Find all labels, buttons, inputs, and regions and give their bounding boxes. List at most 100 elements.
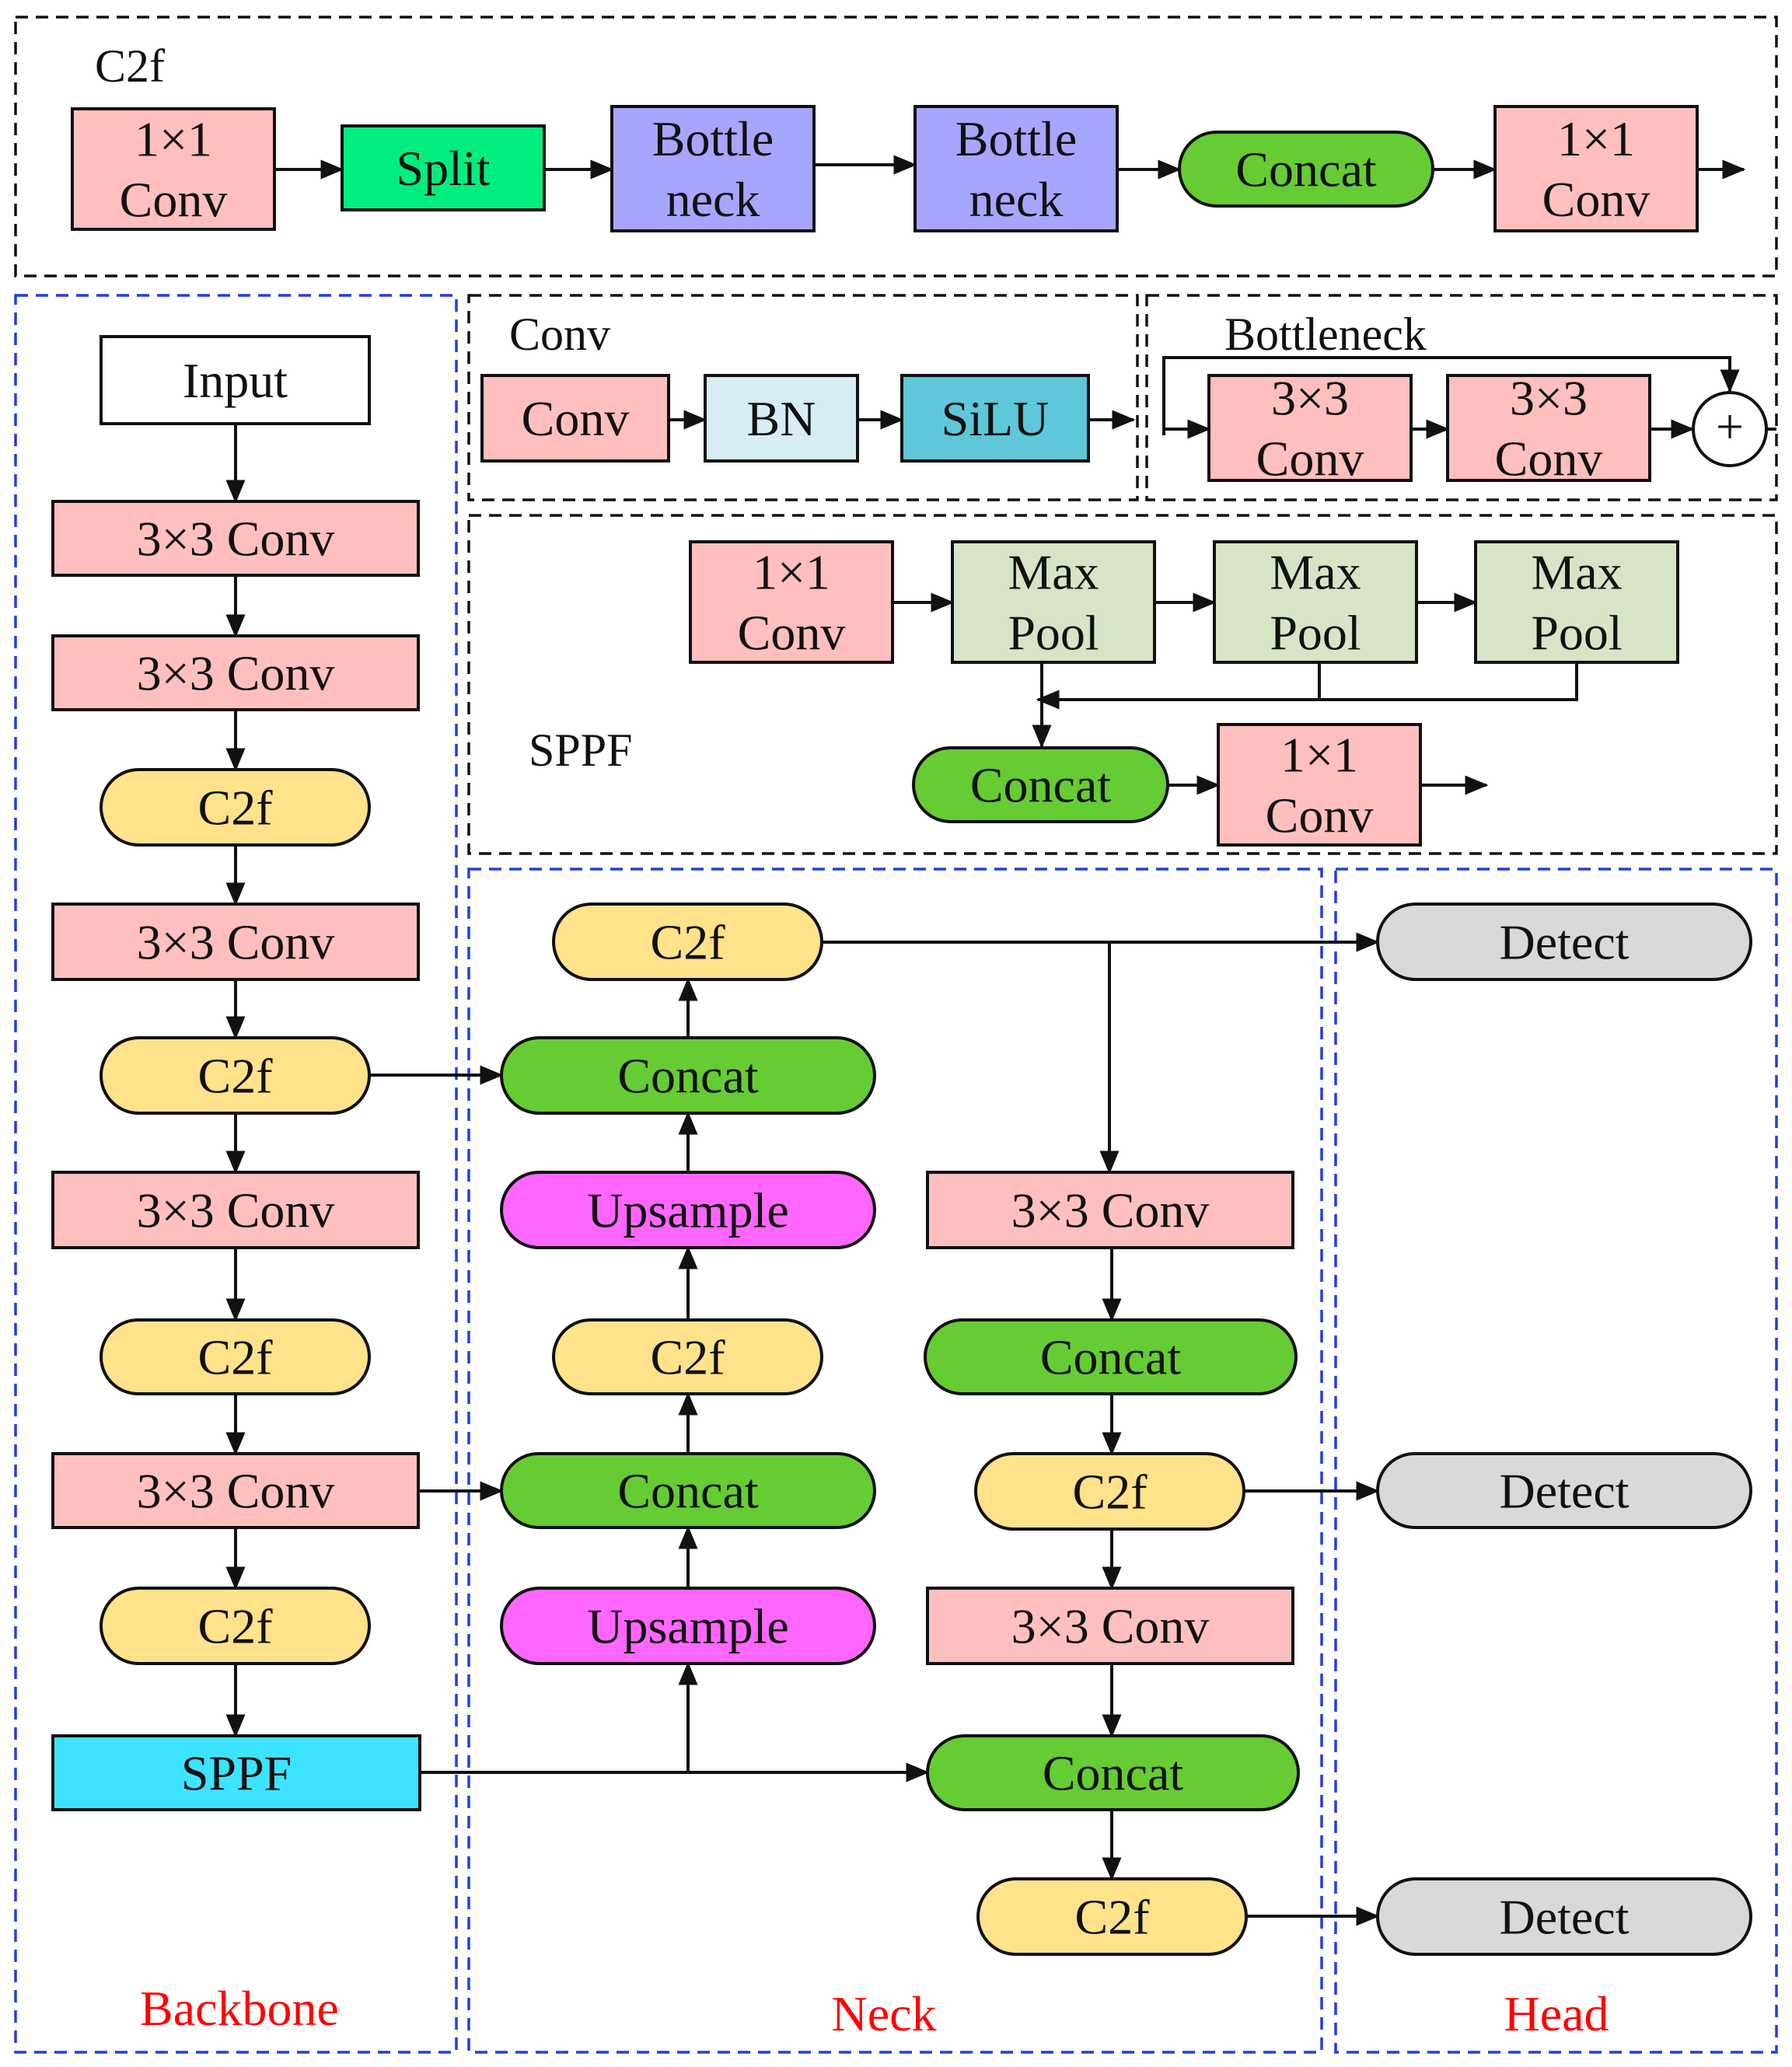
- node-nk-concat-2: Concat: [500, 1452, 876, 1529]
- node-shape-bb-c2f-3: [100, 1318, 371, 1395]
- node-shape-sppf-pool-1: [951, 540, 1156, 664]
- node-label-bb-conv-2: 3×3 Conv: [137, 646, 335, 701]
- node-label-c2f-conv-out: 1×1: [1557, 111, 1635, 166]
- neck-frame: [467, 868, 1323, 2054]
- node-hd-detect-1: Detect: [1376, 903, 1752, 981]
- node-nk-concat-4: Concat: [926, 1734, 1300, 1811]
- node-nk-concat-1: Concat: [500, 1036, 876, 1115]
- node-bb-conv-3: 3×3 Conv: [51, 903, 420, 981]
- node-label-nk-concat-3: Concat: [1040, 1330, 1182, 1385]
- node-label-bb-input: Input: [183, 353, 288, 408]
- neck-section-title: Neck: [831, 1986, 936, 2041]
- node-label-nk-c2f-r1: C2f: [1073, 1465, 1148, 1520]
- node-shape-sppf-conv-in: [689, 540, 894, 664]
- node-shape-bb-sppf: [51, 1734, 421, 1811]
- node-nk-c2f-mid: C2f: [552, 1318, 823, 1395]
- node-nk-concat-3: Concat: [924, 1318, 1298, 1395]
- node-label-sppf-conv-out: Conv: [1266, 788, 1374, 843]
- node-shape-bb-conv-2: [51, 634, 420, 711]
- node-shape-nk-concat-4: [926, 1734, 1300, 1811]
- node-label-bb-c2f-4: C2f: [198, 1599, 274, 1654]
- node-shape-hd-detect-3: [1376, 1877, 1752, 1956]
- node-bb-input: Input: [100, 335, 371, 425]
- head-section-title: Head: [1504, 1986, 1609, 2041]
- node-bb-c2f-4: C2f: [100, 1587, 371, 1665]
- conv-frame: [467, 294, 1139, 501]
- node-shape-c2f-bottle-2: [913, 105, 1119, 232]
- node-label-nk-concat-2: Concat: [617, 1464, 759, 1519]
- node-label-nk-upsample-1: Upsample: [587, 1183, 789, 1238]
- node-shape-sppf-pool-3: [1474, 540, 1679, 664]
- node-c2f-bottle-1: Bottleneck: [610, 105, 816, 232]
- node-nk-c2f-r1: C2f: [974, 1452, 1245, 1531]
- node-label-hd-detect-3: Detect: [1500, 1890, 1630, 1945]
- node-hd-detect-3: Detect: [1376, 1877, 1752, 1956]
- node-shape-nk-conv-2: [926, 1587, 1294, 1665]
- node-shape-bb-c2f-2: [100, 1036, 371, 1115]
- node-label-nk-conv-1: 3×3 Conv: [1011, 1183, 1210, 1238]
- node-nk-conv-2: 3×3 Conv: [926, 1587, 1294, 1665]
- node-conv-conv: Conv: [480, 374, 670, 463]
- node-shape-bb-conv-5: [51, 1452, 420, 1529]
- node-label-sppf-pool-1: Pool: [1008, 606, 1099, 661]
- conv-section-title: Conv: [509, 309, 610, 360]
- node-label-sppf-conv-in: 1×1: [753, 545, 830, 600]
- node-label-c2f-conv-in: 1×1: [134, 112, 212, 167]
- node-shape-c2f-concat: [1178, 131, 1434, 208]
- node-bb-conv-1: 3×3 Conv: [51, 500, 420, 577]
- node-shape-nk-c2f-r2: [976, 1877, 1248, 1956]
- node-bb-c2f-1: C2f: [100, 768, 371, 847]
- node-label-nk-upsample-2: Upsample: [587, 1599, 789, 1654]
- node-shape-nk-c2f-top: [552, 903, 823, 981]
- node-shape-conv-silu: [900, 374, 1090, 463]
- node-shape-nk-upsample-2: [500, 1587, 876, 1665]
- node-shape-nk-c2f-r1: [974, 1452, 1245, 1531]
- node-label-conv-bn: BN: [747, 391, 816, 446]
- node-shape-bb-c2f-1: [100, 768, 371, 847]
- node-label-c2f-bottle-1: Bottle: [652, 111, 774, 166]
- node-shape-bneck-conv-1: [1207, 374, 1413, 482]
- node-label-nk-c2f-r2: C2f: [1075, 1890, 1151, 1945]
- node-bb-c2f-2: C2f: [100, 1036, 371, 1115]
- node-label-bb-sppf: SPPF: [181, 1746, 292, 1801]
- node-label-nk-c2f-mid: C2f: [651, 1330, 726, 1385]
- node-label-hd-detect-2: Detect: [1500, 1464, 1630, 1519]
- node-shape-bneck-add: [1692, 391, 1768, 467]
- sppf-frame: [467, 514, 1778, 855]
- node-c2f-bottle-2: Bottleneck: [913, 105, 1119, 232]
- node-nk-conv-1: 3×3 Conv: [926, 1171, 1294, 1249]
- node-shape-c2f-split: [341, 124, 546, 211]
- node-label-c2f-bottle-2: Bottle: [955, 111, 1077, 166]
- node-label-bneck-conv-2: 3×3: [1510, 371, 1588, 426]
- node-shape-bb-c2f-4: [100, 1587, 371, 1665]
- node-nk-upsample-2: Upsample: [500, 1587, 876, 1665]
- node-label-bb-conv-4: 3×3 Conv: [137, 1183, 335, 1238]
- node-hd-detect-2: Detect: [1376, 1452, 1752, 1529]
- node-label-nk-concat-4: Concat: [1043, 1746, 1184, 1801]
- node-c2f-concat: Concat: [1178, 131, 1434, 208]
- node-bb-conv-4: 3×3 Conv: [51, 1171, 420, 1249]
- node-label-bneck-conv-1: Conv: [1256, 431, 1364, 487]
- node-nk-c2f-top: C2f: [552, 903, 823, 981]
- backbone-frame: [14, 294, 458, 2054]
- node-conv-bn: BN: [704, 374, 859, 463]
- node-label-bb-c2f-1: C2f: [198, 780, 274, 836]
- node-label-bb-conv-5: 3×3 Conv: [137, 1464, 335, 1519]
- node-shape-nk-concat-1: [500, 1036, 876, 1115]
- node-label-sppf-pool-3: Max: [1531, 545, 1622, 600]
- node-c2f-split: Split: [341, 124, 546, 211]
- node-shape-sppf-conv-out: [1217, 723, 1422, 847]
- node-conv-silu: SiLU: [900, 374, 1090, 463]
- arrow-bottleneck-shortcut: [1162, 356, 1740, 435]
- node-label-sppf-pool-2: Max: [1270, 545, 1361, 600]
- sppf-section-title: SPPF: [529, 724, 632, 776]
- node-label-bneck-conv-2: Conv: [1495, 431, 1603, 487]
- node-bb-c2f-3: C2f: [100, 1318, 371, 1395]
- node-label-conv-silu: SiLU: [941, 391, 1050, 446]
- node-shape-conv-conv: [480, 374, 670, 463]
